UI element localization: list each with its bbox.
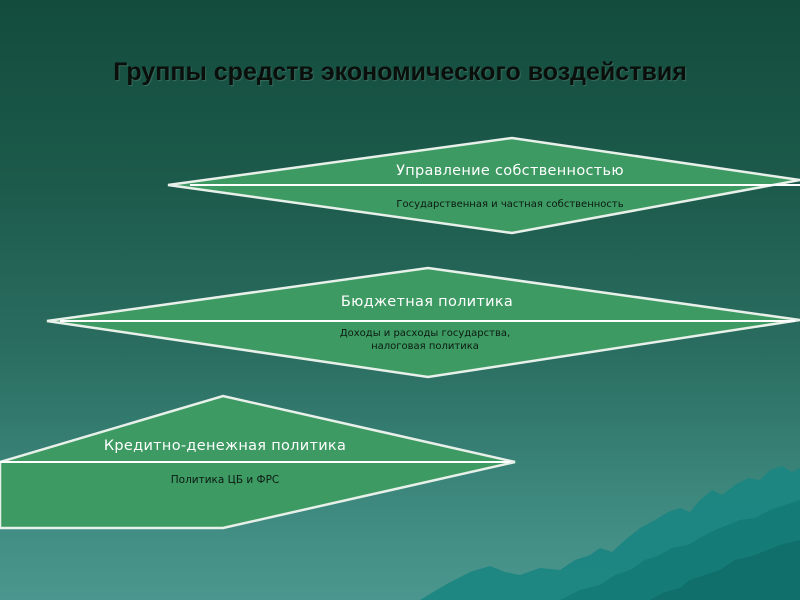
slide-title: Группы средств экономического воздействи… (113, 58, 687, 86)
group-title-budget: Бюджетная политика (340, 294, 514, 310)
group-title-credit: Кредитно-денежная политика (103, 438, 347, 454)
group-diamond-property (167, 136, 800, 235)
mountain-decoration (420, 466, 800, 600)
group-diamond-budget (46, 266, 800, 379)
group-description-property: Государственная и частная собственность (396, 199, 624, 210)
group-title-property: Управление собственностью (396, 163, 624, 179)
group-description-credit: Политика ЦБ и ФРС (170, 474, 280, 486)
group-description-budget: Доходы и расходы государства, налоговая … (339, 328, 511, 352)
group-diamond-credit (0, 394, 516, 530)
